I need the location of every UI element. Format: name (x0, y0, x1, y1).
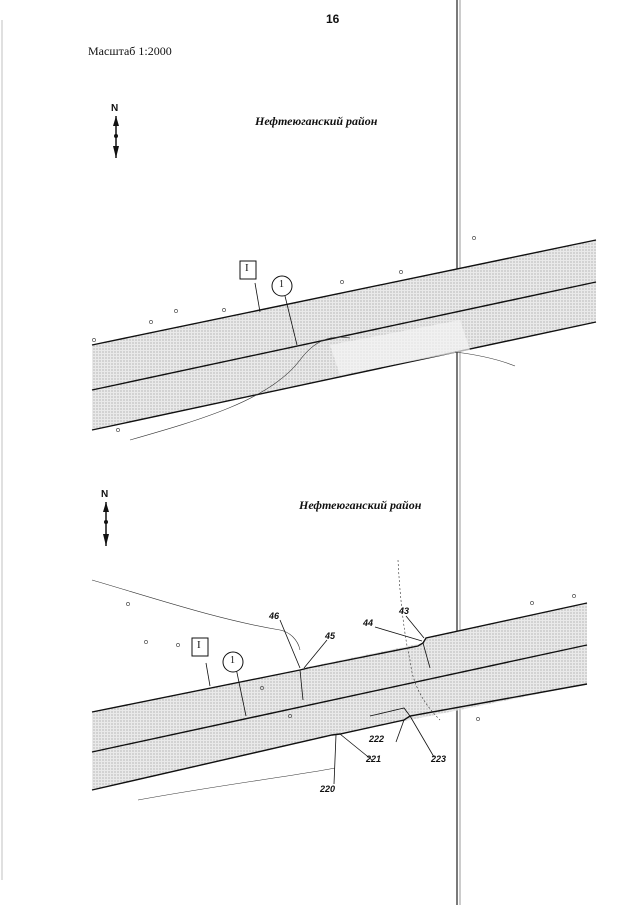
point-label: 222 (369, 734, 385, 744)
district-label-top: Нефтеюганский район (255, 114, 378, 128)
zone-marker-box (239, 260, 257, 280)
north-arrow-icon (113, 116, 119, 158)
point-label: 46 (269, 611, 280, 621)
parcel-marker-label: 1 (279, 279, 284, 290)
zone-marker-label: I (245, 262, 249, 274)
parcel-marker-circle (271, 275, 293, 297)
plan-top-linework (92, 236, 516, 441)
point-label: 223 (431, 754, 447, 764)
scale-label: Масштаб 1:2000 (88, 44, 172, 58)
district-label-bottom: Нефтеюганский район (299, 498, 422, 512)
north-arrow-icon (103, 502, 109, 546)
plan-bottom-corridor (91, 602, 588, 791)
point-label: 43 (399, 606, 410, 616)
north-label: N (101, 489, 109, 500)
point-label: 45 (325, 631, 336, 641)
plan-top-corridor (91, 239, 597, 431)
point-label: 44 (363, 618, 374, 628)
page-number: 16 (326, 12, 340, 26)
point-label: 221 (366, 754, 382, 764)
parcel-marker-circle (222, 651, 244, 673)
north-label: N (111, 103, 119, 114)
plan-bottom-linework (91, 559, 576, 801)
zone-marker-label: I (197, 639, 201, 651)
point-label: 220 (320, 784, 336, 794)
parcel-marker-label: 1 (230, 655, 235, 666)
zone-marker-box (191, 637, 209, 657)
